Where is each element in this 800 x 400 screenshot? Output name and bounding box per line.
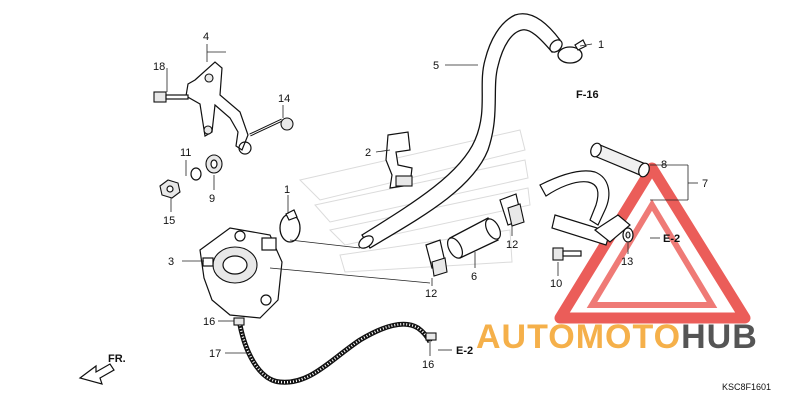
callout-4: 4 (203, 31, 209, 43)
pipe-part-7[interactable] (539, 170, 631, 246)
callout-14: 14 (278, 93, 290, 105)
callout-12-left: 12 (425, 288, 437, 300)
grommet-part-9[interactable] (205, 154, 223, 174)
diagram-code: KSC8F1601 (722, 382, 771, 392)
callout-10: 10 (550, 278, 562, 290)
clip-part-16-right[interactable] (425, 332, 437, 341)
clamp-part-12-left[interactable] (425, 239, 448, 277)
callout-17: 17 (209, 348, 221, 360)
callout-6: 6 (471, 271, 477, 283)
callout-13: 13 (621, 256, 633, 268)
callout-18: 18 (153, 61, 165, 73)
leader-lines (166, 43, 698, 356)
bolt-part-18[interactable] (153, 91, 189, 103)
callout-5: 5 (433, 60, 439, 72)
watermark-text: AUTOMOTOHUB (476, 318, 758, 356)
callout-11: 11 (180, 147, 191, 159)
clip-part-1-top[interactable] (557, 39, 587, 64)
hose-part-17[interactable] (237, 321, 433, 385)
hose-part-5[interactable] (357, 13, 565, 251)
clamp-part-2[interactable] (385, 131, 413, 189)
callout-8: 8 (661, 159, 667, 171)
reference-f16: F-16 (576, 89, 599, 101)
screw-part-14[interactable] (238, 117, 294, 155)
clamp-part-12-right[interactable] (499, 193, 525, 227)
callout-1-lower: 1 (284, 184, 290, 196)
clip-part-16-left[interactable] (233, 317, 245, 326)
hose-part-6[interactable] (445, 216, 504, 260)
bolt-part-10[interactable] (552, 247, 582, 261)
valve-part-3[interactable] (199, 227, 283, 319)
callout-15: 15 (163, 215, 175, 227)
washer-part-11[interactable] (190, 167, 202, 181)
callout-2: 2 (365, 147, 371, 159)
nut-part-15[interactable] (159, 179, 181, 199)
callout-9: 9 (209, 193, 215, 205)
callout-16-right: 16 (422, 359, 434, 371)
hose-part-8[interactable] (589, 142, 651, 179)
reference-e2-bottom: E-2 (456, 345, 473, 357)
front-arrow-icon (78, 363, 115, 385)
callout-7: 7 (702, 178, 708, 190)
warning-triangle-logo (554, 162, 751, 324)
callout-12-right: 12 (506, 239, 518, 251)
clip-part-1-lower[interactable] (279, 209, 301, 243)
reference-e2-right: E-2 (663, 233, 680, 245)
washer-part-13[interactable] (622, 227, 634, 243)
callout-3: 3 (168, 256, 174, 268)
front-label: FR. (108, 353, 126, 365)
callout-1-top: 1 (598, 39, 604, 51)
bracket-part-4[interactable] (185, 61, 249, 151)
callout-16-left: 16 (203, 316, 215, 328)
